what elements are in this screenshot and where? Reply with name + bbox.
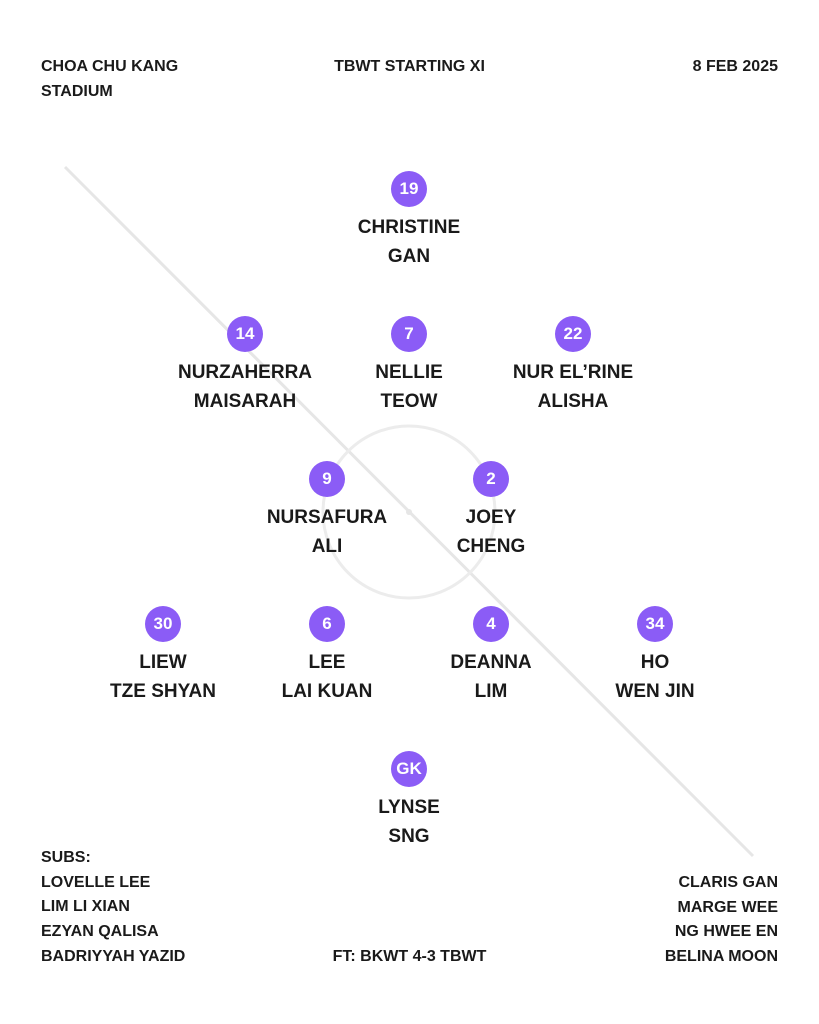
sub-player: LIM LI XIAN [41, 898, 130, 916]
player-number-badge: 22 [555, 316, 591, 352]
player-number-badge: 6 [309, 606, 345, 642]
player-cm-right: 2 JOEY CHENG [391, 461, 591, 561]
venue-line1: CHOA CHU KANG [41, 58, 179, 75]
player-first-name: DEANNA [450, 652, 532, 673]
page-title: TBWT STARTING XI [334, 58, 485, 75]
player-cm-left: 9 NURSAFURA ALI [227, 461, 427, 561]
player-last-name: LAI KUAN [281, 681, 373, 702]
final-score: FT: BKWT 4-3 TBWT [332, 948, 487, 965]
subs-label: SUBS: [41, 849, 91, 866]
sub-player: EZYAN QALISA [41, 923, 159, 941]
match-date: 8 FEB 2025 [692, 58, 778, 75]
player-last-name: ALI [311, 536, 343, 557]
center-circle [321, 424, 497, 600]
player-last-name: TEOW [380, 391, 438, 412]
player-last-name: CHENG [456, 536, 526, 557]
player-first-name: NUR EL’RINE [512, 362, 634, 383]
player-first-name: NELLIE [375, 362, 443, 383]
player-gk: GK LYNSE SNG [309, 751, 509, 851]
player-lcb: 6 LEE LAI KUAN [227, 606, 427, 706]
player-number-badge: 14 [227, 316, 263, 352]
subs-left: SUBS: LOVELLE LEE LIM LI XIAN EZYAN QALI… [41, 846, 185, 970]
player-am-right: 22 NUR EL’RINE ALISHA [473, 316, 673, 416]
player-number-badge: 34 [637, 606, 673, 642]
sub-player: MARGE WEE [677, 898, 778, 916]
player-fw: 19 CHRISTINE GAN [309, 171, 509, 271]
player-number-badge: 30 [145, 606, 181, 642]
player-last-name: MAISARAH [193, 391, 297, 412]
player-number-badge: 7 [391, 316, 427, 352]
subs-right: CLARIS GAN MARGE WEE NG HWEE EN BELINA M… [665, 871, 778, 970]
player-last-name: LIM [474, 681, 508, 702]
player-first-name: NURZAHERRA [177, 362, 313, 383]
player-first-name: LIEW [139, 652, 187, 673]
player-am-left: 14 NURZAHERRA MAISARAH [145, 316, 345, 416]
player-first-name: CHRISTINE [357, 217, 461, 238]
player-lb: 30 LIEW TZE SHYAN [63, 606, 263, 706]
player-first-name: NURSAFURA [266, 507, 388, 528]
center-spot [406, 509, 412, 515]
player-first-name: LEE [308, 652, 346, 673]
player-number-badge: 2 [473, 461, 509, 497]
sub-player: LOVELLE LEE [41, 873, 151, 891]
player-number-badge: 4 [473, 606, 509, 642]
player-last-name: SNG [388, 826, 430, 847]
player-number-badge: GK [391, 751, 427, 787]
player-rcb: 4 DEANNA LIM [391, 606, 591, 706]
venue-line2: STADIUM [41, 83, 113, 100]
sub-player: BELINA MOON [664, 948, 778, 966]
sub-player: BADRIYYAH YAZID [41, 947, 186, 965]
player-first-name: HO [640, 652, 670, 673]
player-first-name: JOEY [465, 507, 517, 528]
player-last-name: GAN [387, 246, 431, 267]
sub-player: CLARIS GAN [678, 874, 778, 891]
player-last-name: TZE SHYAN [110, 681, 216, 702]
player-number-badge: 19 [391, 171, 427, 207]
player-first-name: LYNSE [378, 797, 440, 818]
player-am-center: 7 NELLIE TEOW [309, 316, 509, 416]
venue: CHOA CHU KANG STADIUM [41, 54, 178, 104]
sub-player: NG HWEE EN [674, 923, 778, 941]
player-last-name: ALISHA [537, 391, 609, 412]
player-last-name: WEN JIN [615, 681, 695, 702]
player-rb: 34 HO WEN JIN [555, 606, 755, 706]
player-number-badge: 9 [309, 461, 345, 497]
